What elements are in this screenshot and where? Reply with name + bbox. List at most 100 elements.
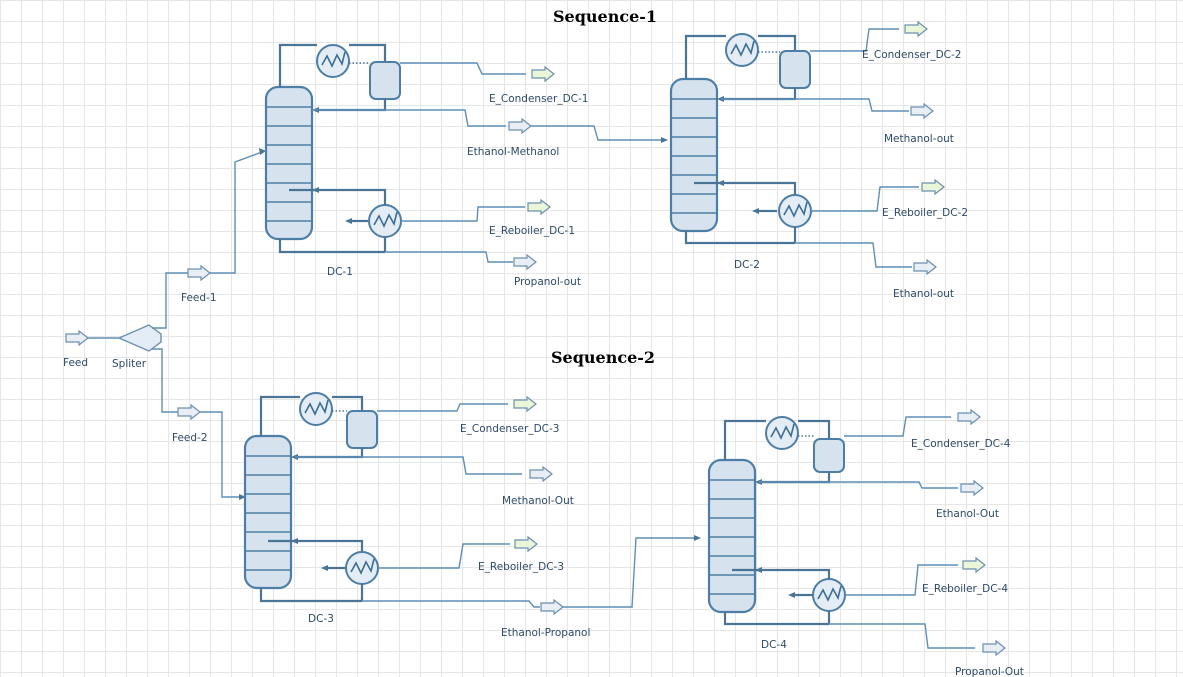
reflux-drum-dc2[interactable] xyxy=(779,50,811,89)
reflux-drum-icon xyxy=(369,61,401,100)
material-stream-arrow-icon xyxy=(177,404,201,420)
material-stream-arrow-icon xyxy=(187,265,211,281)
energy-stream-arrow-icon xyxy=(514,536,538,552)
splitter-label: Spliter xyxy=(112,358,147,370)
e-reboiler-dc3-label: E_Reboiler_DC-3 xyxy=(478,561,564,573)
feed-label: Feed xyxy=(63,357,88,369)
propanol-out-2-label: Propanol-Out xyxy=(955,666,1024,677)
reflux-drum-icon xyxy=(813,438,845,473)
methanol-out-1-stream[interactable] xyxy=(910,103,934,119)
ethanol-methanol-label: Ethanol-Methanol xyxy=(467,146,559,158)
material-stream-arrow-icon xyxy=(960,480,984,496)
e-condenser-dc2-label: E_Condenser_DC-2 xyxy=(862,49,961,61)
heat-exchanger-icon xyxy=(368,204,402,238)
e-condenser-dc1-stream[interactable] xyxy=(531,66,555,82)
e-condenser-dc1-label: E_Condenser_DC-1 xyxy=(489,93,588,105)
reflux-drum-dc4[interactable] xyxy=(813,438,845,473)
e-condenser-dc3-label: E_Condenser_DC-3 xyxy=(460,423,559,435)
distillation-column-icon xyxy=(264,85,314,241)
heat-exchanger-icon xyxy=(812,578,846,612)
dc3-label: DC-3 xyxy=(308,613,334,625)
reflux-drum-icon xyxy=(346,410,378,449)
reboiler-dc4[interactable] xyxy=(812,578,846,612)
e-reboiler-dc1-label: E_Reboiler_DC-1 xyxy=(489,225,575,237)
material-stream-arrow-icon xyxy=(913,259,937,275)
heat-exchanger-icon xyxy=(316,44,350,78)
feed-2-label: Feed-2 xyxy=(172,432,208,444)
energy-stream-arrow-icon xyxy=(513,396,537,412)
e-condenser-dc2-stream[interactable] xyxy=(904,21,928,37)
heat-exchanger-icon xyxy=(725,33,759,67)
material-stream-arrow-icon xyxy=(508,118,532,134)
energy-stream-arrow-icon xyxy=(962,557,986,573)
propanol-out-1-stream[interactable] xyxy=(513,254,537,270)
column-dc4[interactable] xyxy=(707,458,757,614)
reflux-drum-icon xyxy=(779,50,811,89)
feed-2-stream[interactable] xyxy=(177,404,201,420)
propanol-out-1-label: Propanol-out xyxy=(514,276,581,288)
splitter[interactable] xyxy=(117,324,162,352)
e-reboiler-dc2-label: E_Reboiler_DC-2 xyxy=(882,207,968,219)
heat-exchanger-icon xyxy=(765,416,799,450)
splitter-icon xyxy=(117,324,162,352)
material-stream-arrow-icon xyxy=(529,466,553,482)
dc2-label: DC-2 xyxy=(734,259,760,271)
distillation-column-icon xyxy=(243,434,293,590)
e-reboiler-dc4-stream[interactable] xyxy=(962,557,986,573)
energy-stream-arrow-icon xyxy=(957,409,981,425)
condenser-dc1[interactable] xyxy=(316,44,350,78)
e-reboiler-dc1-stream[interactable] xyxy=(527,199,551,215)
condenser-dc2[interactable] xyxy=(725,33,759,67)
ethanol-methanol-stream[interactable] xyxy=(508,118,532,134)
e-condenser-dc4-label: E_Condenser_DC-4 xyxy=(911,438,1011,450)
e-reboiler-dc4-label: E_Reboiler_DC-4 xyxy=(922,583,1008,595)
methanol-out-2-stream[interactable] xyxy=(529,466,553,482)
ethanol-propanol-stream[interactable] xyxy=(540,599,564,615)
ethanol-out-1-label: Ethanol-out xyxy=(893,288,954,300)
column-dc1[interactable] xyxy=(264,85,314,241)
e-reboiler-dc3-stream[interactable] xyxy=(514,536,538,552)
energy-stream-arrow-icon xyxy=(904,21,928,37)
ethanol-propanol-label: Ethanol-Propanol xyxy=(501,627,590,639)
propanol-out-2-stream[interactable] xyxy=(982,640,1006,656)
e-condenser-dc3-stream[interactable] xyxy=(513,396,537,412)
material-stream-arrow-icon xyxy=(982,640,1006,656)
energy-stream-arrow-icon xyxy=(921,179,945,195)
column-dc2[interactable] xyxy=(669,77,719,233)
condenser-dc3[interactable] xyxy=(299,392,333,426)
dc4-label: DC-4 xyxy=(761,639,787,651)
material-stream-arrow-icon xyxy=(540,599,564,615)
heat-exchanger-icon xyxy=(299,392,333,426)
sequence-1-title: Sequence-1 xyxy=(553,7,657,26)
feed-1-label: Feed-1 xyxy=(181,292,217,304)
heat-exchanger-icon xyxy=(778,194,812,228)
condenser-dc4[interactable] xyxy=(765,416,799,450)
methanol-out-2-label: Methanol-Out xyxy=(502,495,574,507)
distillation-column-icon xyxy=(707,458,757,614)
feed-stream[interactable] xyxy=(65,330,119,346)
distillation-column-icon xyxy=(669,77,719,233)
reboiler-dc2[interactable] xyxy=(778,194,812,228)
ethanol-out-2-stream[interactable] xyxy=(960,480,984,496)
methanol-out-1-label: Methanol-out xyxy=(884,133,954,145)
column-dc3[interactable] xyxy=(243,434,293,590)
ethanol-out-1-stream[interactable] xyxy=(913,259,937,275)
material-stream-arrow-icon xyxy=(910,103,934,119)
e-reboiler-dc2-stream[interactable] xyxy=(921,179,945,195)
e-condenser-dc4-stream[interactable] xyxy=(957,409,981,425)
reboiler-dc1[interactable] xyxy=(368,204,402,238)
reflux-drum-dc3[interactable] xyxy=(346,410,378,449)
material-stream-arrow-icon xyxy=(65,330,89,346)
reboiler-dc3[interactable] xyxy=(345,551,379,585)
feed-1-stream[interactable] xyxy=(187,265,211,281)
dc1-label: DC-1 xyxy=(327,266,353,278)
sequence-2-title: Sequence-2 xyxy=(551,348,655,367)
energy-stream-arrow-icon xyxy=(531,66,555,82)
energy-stream-arrow-icon xyxy=(527,199,551,215)
material-stream-arrow-icon xyxy=(513,254,537,270)
ethanol-out-2-label: Ethanol-Out xyxy=(936,508,999,520)
reflux-drum-dc1[interactable] xyxy=(369,61,401,100)
heat-exchanger-icon xyxy=(345,551,379,585)
